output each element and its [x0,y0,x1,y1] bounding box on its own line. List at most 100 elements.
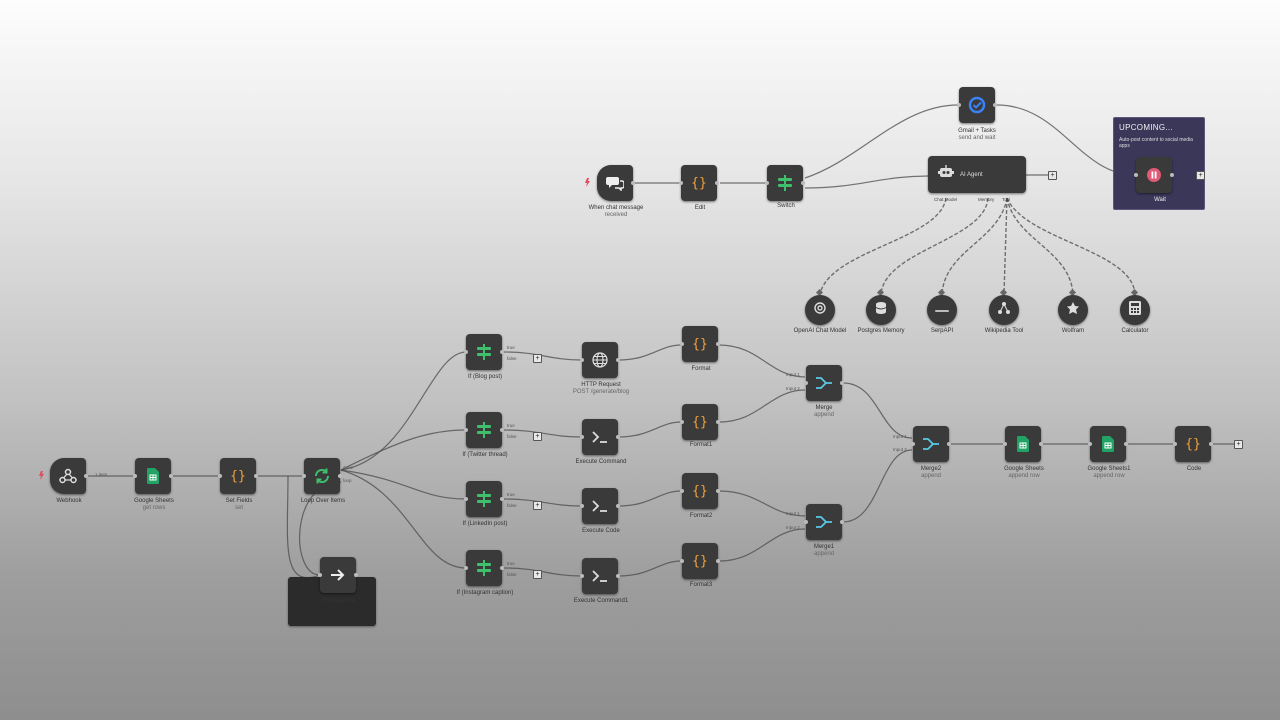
link-item-count: 1 item [95,472,108,477]
add-node-button[interactable]: + [533,501,542,510]
database-icon [875,301,887,320]
merge-input1-label: Input 1 [786,372,800,377]
braces-icon: {} [229,468,247,484]
tool-node-serpapi[interactable] [927,295,957,325]
approval-node[interactable] [957,87,997,123]
if-node-blog[interactable] [464,334,504,370]
tool-label-wolfram: Wolfram [1061,328,1085,334]
edit-fields-node[interactable]: {} [679,165,719,201]
format1-node[interactable]: {} [680,404,720,440]
tool-node-wikipedia[interactable] [989,295,1019,325]
tool-node-memory[interactable] [866,295,896,325]
add-node-button[interactable]: + [533,570,542,579]
if-true-label: true [507,345,515,350]
merge-icon [922,436,940,452]
format2-node[interactable]: {} [680,473,720,509]
replace-me-label: Replace Me [322,598,355,604]
wait-node[interactable] [1134,157,1174,193]
loop-loop-label: loop [343,478,352,483]
sheets-icon [147,468,159,484]
execute-trigger-icon[interactable] [37,471,46,480]
final-code-node[interactable]: {} [1173,426,1213,462]
replace-me-node[interactable] [318,557,358,593]
loop-label: Loop Over Items [300,498,346,504]
svg-text:{}: {} [230,469,246,484]
sheets-append-node[interactable] [1003,426,1043,462]
merge-input1-label: Input 1 [786,511,800,516]
terminal-icon [592,431,608,443]
if-node-linkedin[interactable] [464,481,504,517]
if-label-twitter: If (Twitter thread) [462,452,508,458]
execute-command-node[interactable] [580,419,620,455]
pause-icon [1146,167,1162,183]
merge-icon [815,375,833,391]
globe-icon [592,352,608,368]
if-label-linkedin: If (LinkedIn post) [462,521,508,527]
agent-port-chat-model: Chat Model [934,197,958,202]
if-true-label: true [507,492,515,497]
execute-command-label: Execute Command [575,459,627,465]
set-fields-node[interactable]: {} [218,458,258,494]
tool-node-wolfram[interactable] [1058,295,1088,325]
http-request-node[interactable] [580,342,620,378]
webhook-node[interactable] [50,458,88,494]
agent-port-tool: Tool [1002,197,1011,202]
if-label-blog: If (Blog post) [467,374,502,380]
format3-label: Format3 [689,582,713,588]
chat-trigger-node[interactable] [597,165,635,201]
braces-icon: {} [691,483,709,499]
sheets-append1-node[interactable] [1088,426,1128,462]
serp-icon [935,301,949,319]
ai-agent-node[interactable]: AI Agent [928,156,1026,193]
tool-node-openai[interactable] [805,295,835,325]
loop-node[interactable] [302,458,342,494]
wait-label: Wait [1154,197,1166,203]
execute-trigger-icon[interactable] [583,178,592,187]
webhook-icon [59,468,77,484]
final-code-label: Code [1186,466,1202,472]
add-node-button[interactable]: + [533,354,542,363]
if-false-label: false [507,434,517,439]
if-node-twitter[interactable] [464,412,504,448]
loop-icon [313,467,331,485]
if-false-label: false [507,572,517,577]
webhook-label: Webhook [56,498,82,504]
execute-command1-node[interactable] [580,558,620,594]
format3-node[interactable]: {} [680,543,720,579]
svg-text:{}: {} [692,554,708,569]
if-node-instagram[interactable] [464,550,504,586]
if-label-instagram: If (Instagram caption) [456,590,514,596]
add-node-button[interactable]: + [1196,171,1205,180]
merge1-node[interactable] [804,504,844,540]
terminal-icon [592,500,608,512]
tool-label-openai: OpenAI Chat Model [793,328,847,334]
execute-code-node[interactable] [580,488,620,524]
merge-input1-label: Input 1 [893,434,907,439]
edit-fields-label: Edit [694,205,706,211]
switch-label: Switch [777,203,795,209]
svg-text:{}: {} [691,176,707,191]
svg-text:{}: {} [692,484,708,499]
wolfram-icon [1067,301,1079,319]
switch-icon [475,559,493,577]
merge2-node[interactable] [911,426,951,462]
if-true-label: true [507,423,515,428]
tool-node-calculator[interactable] [1120,295,1150,325]
add-node-button[interactable]: + [1234,440,1243,449]
chat-bubbles-icon [606,175,624,191]
add-node-button[interactable]: + [1048,171,1057,180]
upcoming-sticky-note[interactable]: UPCOMING... Auto-post content to social … [1113,117,1205,210]
format-node[interactable]: {} [680,326,720,362]
merge-node[interactable] [804,365,844,401]
add-node-button[interactable]: + [533,432,542,441]
network-icon [997,301,1011,320]
switch-node[interactable] [765,165,805,201]
sheets-get-node[interactable] [133,458,173,494]
